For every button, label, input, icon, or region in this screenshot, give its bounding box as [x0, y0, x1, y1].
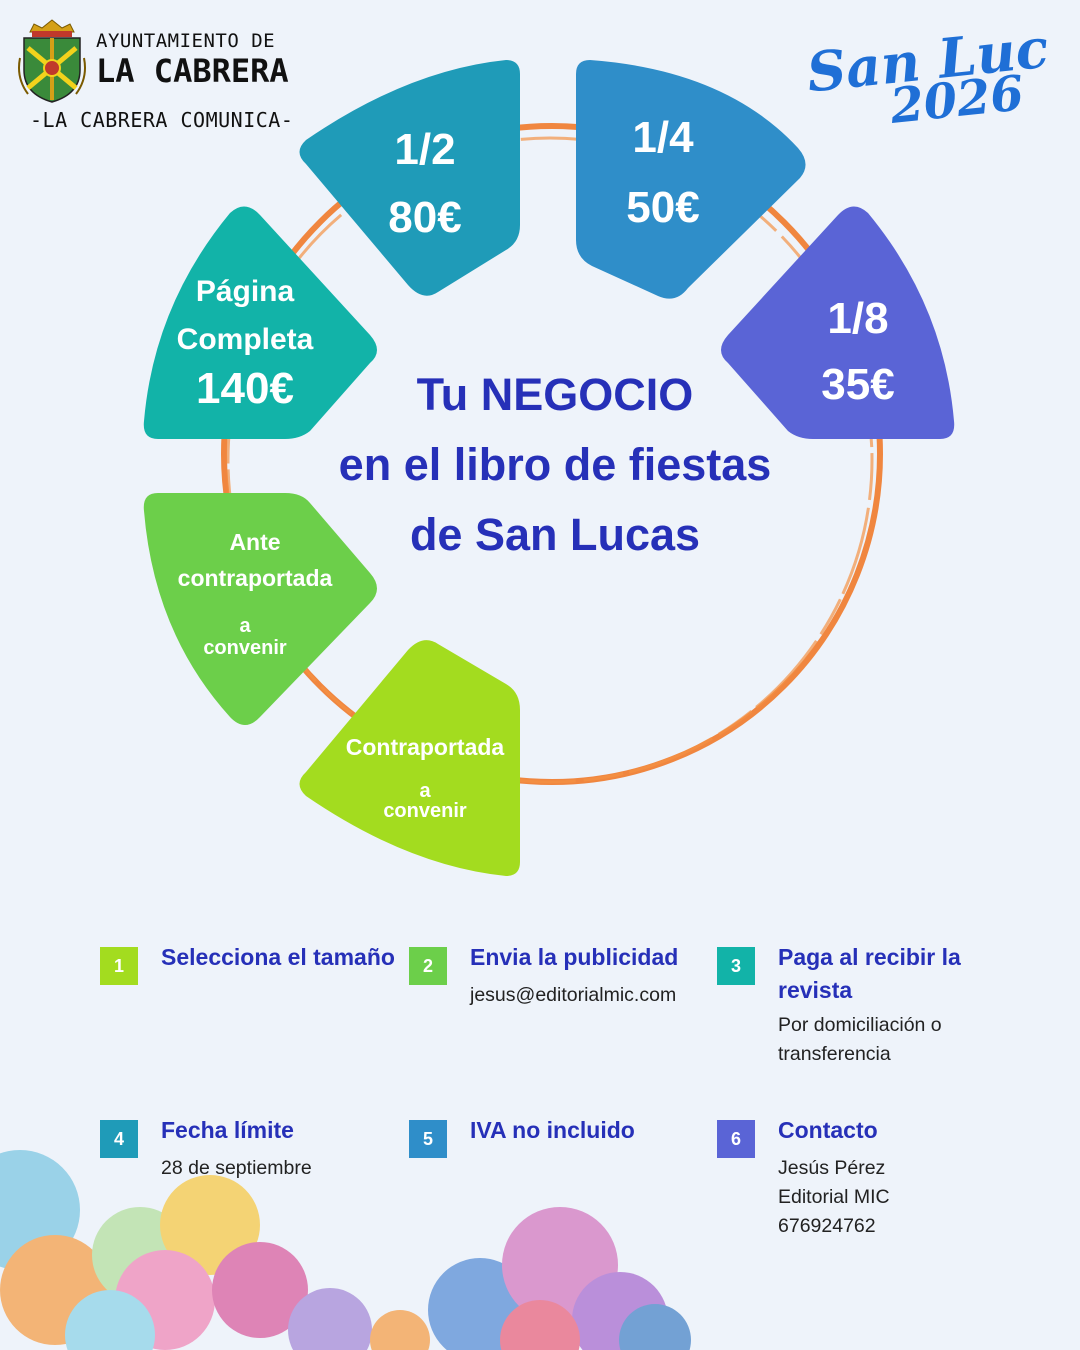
segment-size: 1/8: [827, 294, 889, 343]
ad-back-cover[interactable]: Contraportada a convenir: [288, 636, 522, 876]
step-number: 1: [100, 947, 138, 985]
headline-line2: en el libro de fiestas: [338, 439, 772, 490]
step-number: 2: [409, 947, 447, 985]
segment-line2: a: [419, 780, 431, 802]
headline-line3: de San Lucas: [409, 509, 701, 560]
ad-size-eighth-page[interactable]: 1/8 35€: [718, 205, 958, 440]
segment-line3: convenir: [383, 800, 467, 822]
segment-line1: Ante: [229, 529, 281, 555]
step-title: Paga al recibir la revista: [778, 944, 961, 1003]
step-email-link[interactable]: jesus@editorialmic.com: [470, 984, 677, 1006]
org-line1: AYUNTAMIENTO DE: [96, 30, 276, 52]
step-body-line1: Por domiciliación o: [778, 1014, 942, 1036]
coat-of-arms-icon: [18, 19, 86, 103]
step-title: Fecha límite: [161, 1117, 294, 1143]
step-title: IVA no incluido: [470, 1117, 635, 1143]
brand-logo: San Lucas 2026: [804, 20, 1050, 130]
step-title: Contacto: [778, 1117, 878, 1143]
step-body-line2: transferencia: [778, 1043, 891, 1065]
segment-price: 35€: [821, 360, 895, 409]
ad-size-half-page[interactable]: 1/2 80€: [288, 60, 522, 300]
step-number: 4: [100, 1120, 138, 1158]
contact-name: Jesús Pérez: [778, 1157, 886, 1179]
org-tagline: -LA CABRERA COMUNICA-: [30, 108, 294, 132]
step-number: 3: [717, 947, 755, 985]
step-title: Selecciona el tamaño: [161, 944, 395, 970]
watercolor-bubbles: [0, 1150, 691, 1350]
step-title: Envia la publicidad: [470, 944, 679, 970]
ad-size-quarter-page[interactable]: 1/4 50€: [576, 60, 810, 300]
contact-phone[interactable]: 676924762: [778, 1215, 876, 1237]
step-number: 5: [409, 1120, 447, 1158]
step-body-line1: 28 de septiembre: [161, 1157, 312, 1179]
segment-shape: [721, 206, 955, 439]
segment-line1: Página: [195, 275, 295, 308]
segment-line3: a: [239, 615, 251, 637]
segment-price: 140€: [196, 364, 294, 413]
brand-line2: 2026: [887, 65, 1027, 130]
segment-line2: contraportada: [177, 565, 333, 591]
segment-line1: Contraportada: [345, 734, 505, 760]
ad-size-full-page[interactable]: Página Completa 140€: [140, 205, 380, 440]
ad-inside-back-cover[interactable]: Ante contraportada a convenir: [140, 493, 380, 728]
headline-line1: Tu NEGOCIO: [416, 369, 694, 420]
segment-shape: [576, 60, 806, 299]
org-line2: LA CABRERA: [96, 52, 289, 90]
segment-shape: [299, 60, 520, 296]
segment-price: 80€: [388, 193, 462, 242]
brush-ring: [221, 123, 883, 785]
segment-shape: [143, 206, 377, 439]
segment-line2: Completa: [176, 323, 314, 356]
segment-size: 1/2: [394, 125, 456, 174]
segment-size: 1/4: [632, 113, 694, 162]
segment-shape: [299, 640, 520, 876]
segment-shape: [143, 493, 377, 725]
segment-line4: convenir: [203, 637, 287, 659]
segment-price: 50€: [626, 183, 700, 232]
contact-company: Editorial MIC: [778, 1186, 890, 1208]
step-number: 6: [717, 1120, 755, 1158]
